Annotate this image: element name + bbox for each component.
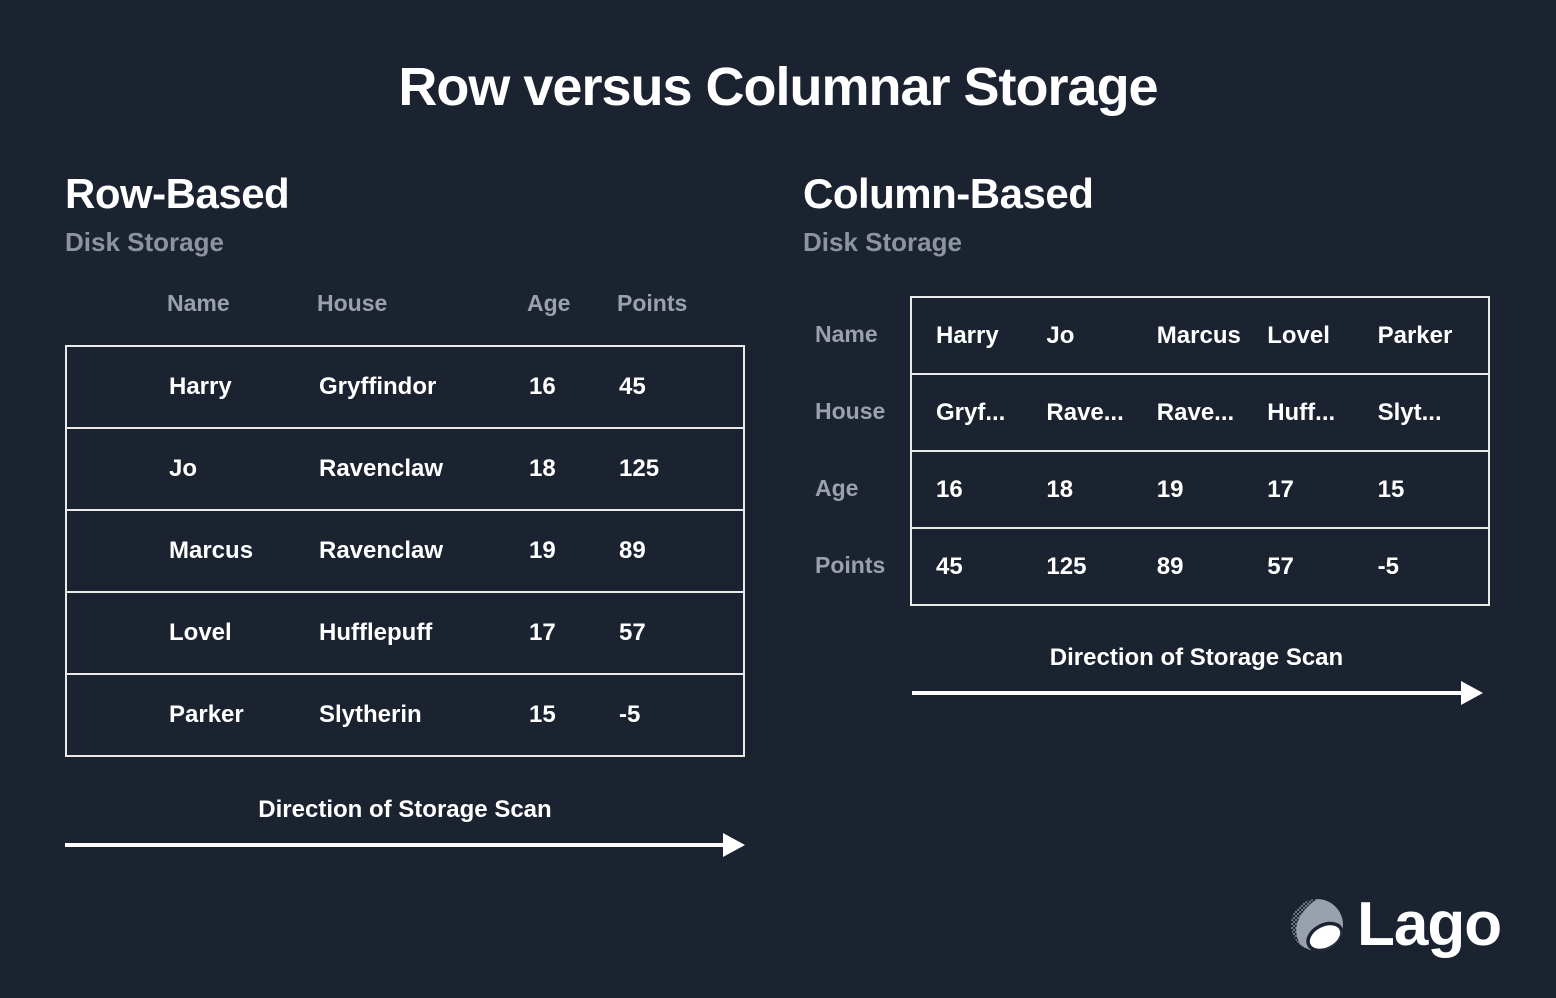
cell-age: 17 [529, 619, 556, 646]
row-label-age: Age [815, 475, 859, 501]
lago-logo-wordmark: Lago [1357, 890, 1502, 959]
row-based-subheading: Disk Storage [65, 227, 224, 257]
cell-value: 125 [1046, 552, 1087, 580]
cell-house: Slytherin [319, 701, 422, 728]
column-based-heading: Column-Based [803, 170, 1094, 217]
column-header-points: Points [617, 290, 688, 316]
table-row: Jo Ravenclaw 18 125 [65, 427, 745, 511]
cell-value: Harry [936, 321, 999, 349]
cell-value: Parker [1377, 321, 1453, 349]
row-label-points: Points [815, 552, 886, 578]
column-header-name: Name [167, 290, 230, 316]
arrow-line [65, 843, 725, 847]
cell-age: 15 [529, 701, 556, 728]
column-based-subheading: Disk Storage [803, 227, 962, 257]
row-based-column-headers: Name House Age Points [65, 290, 745, 317]
table-row: Marcus Ravenclaw 19 89 [65, 509, 745, 593]
cell-value: 16 [936, 475, 963, 503]
table-row-points: 45 125 89 57 -5 [910, 527, 1490, 606]
cell-value: Rave... [1046, 398, 1124, 426]
row-scan-direction-label: Direction of Storage Scan [258, 796, 552, 823]
cell-house: Gryffindor [319, 373, 437, 400]
row-label-house: House [815, 398, 886, 424]
cell-value: Gryf... [936, 398, 1006, 426]
cell-value: Huff... [1267, 398, 1336, 426]
cell-value: Lovel [1267, 321, 1330, 349]
table-row: Parker Slytherin 15 -5 [65, 673, 745, 757]
table-row-names: Harry Jo Marcus Lovel Parker [910, 296, 1490, 375]
cell-value: 17 [1267, 475, 1294, 503]
row-scan-direction-arrow [65, 833, 745, 857]
cell-value: 19 [1156, 475, 1184, 503]
cell-value: 15 [1377, 475, 1405, 503]
cell-value: 18 [1046, 475, 1074, 503]
cell-name: Lovel [169, 619, 232, 646]
cell-house: Hufflepuff [319, 619, 433, 646]
cell-points: 45 [619, 373, 646, 400]
cell-value: Marcus [1156, 321, 1241, 349]
cell-points: 89 [619, 537, 646, 564]
arrow-head-icon [723, 833, 745, 857]
table-row: Lovel Hufflepuff 17 57 [65, 591, 745, 675]
cell-name: Marcus [169, 537, 254, 564]
cell-name: Jo [169, 455, 198, 482]
cell-value: 57 [1267, 552, 1294, 580]
cell-value: Rave... [1156, 398, 1235, 426]
table-row-ages: 16 18 19 17 15 [910, 450, 1490, 529]
cell-house: Ravenclaw [319, 537, 444, 564]
cell-value: -5 [1377, 552, 1399, 580]
cell-name: Parker [169, 701, 244, 728]
cell-points: 125 [619, 455, 660, 482]
row-label-name: Name [815, 321, 878, 347]
column-based-table: Harry Jo Marcus Lovel Parker Gryf... Rav… [910, 296, 1490, 606]
column-scan-direction-arrow [912, 681, 1483, 705]
lago-sphere-icon [1291, 899, 1343, 951]
cell-points: 57 [619, 619, 646, 646]
cell-name: Harry [169, 373, 232, 400]
table-row: Harry Gryffindor 16 45 [65, 345, 745, 429]
cell-value: 45 [936, 552, 963, 580]
cell-value: Slyt... [1377, 398, 1442, 426]
cell-points: -5 [619, 701, 641, 728]
cell-age: 16 [529, 373, 556, 400]
column-header-house: House [317, 290, 388, 316]
cell-age: 19 [529, 537, 556, 564]
lago-logo: Lago [1291, 890, 1502, 959]
row-based-table: Harry Gryffindor 16 45 Jo Ravenclaw 18 1… [65, 345, 745, 757]
cell-value: 89 [1156, 552, 1184, 580]
row-based-heading: Row-Based [65, 170, 290, 217]
cell-house: Ravenclaw [319, 455, 444, 482]
column-scan-direction-label: Direction of Storage Scan [1049, 644, 1344, 671]
column-based-row-labels: Name House Age Points [815, 296, 905, 604]
page-title: Row versus Columnar Storage [398, 57, 1158, 117]
arrow-head-icon [1461, 681, 1483, 705]
cell-value: Jo [1046, 321, 1075, 349]
arrow-line [912, 691, 1463, 695]
column-header-age: Age [527, 290, 571, 316]
cell-age: 18 [529, 455, 556, 482]
table-row-houses: Gryf... Rave... Rave... Huff... Slyt... [910, 373, 1490, 452]
